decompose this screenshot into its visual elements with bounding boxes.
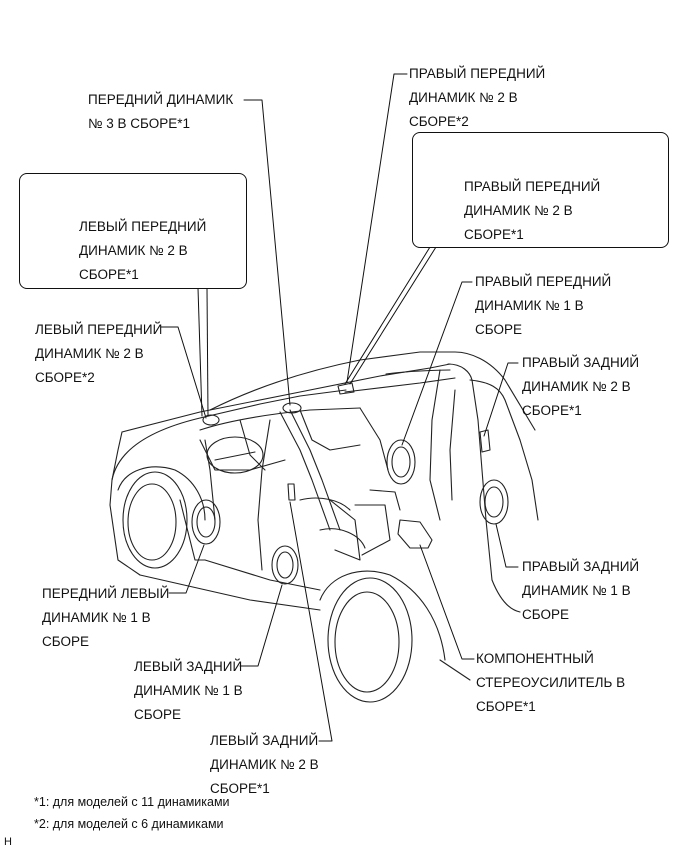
right-front-speaker-icon (386, 439, 416, 485)
front-left-speaker-inner-icon (196, 506, 216, 538)
footnotes: *1: для моделей с 11 динамиками *2: для … (34, 791, 230, 835)
front-left-speaker-icon (191, 499, 221, 545)
right-rear-speaker-icon (479, 479, 509, 525)
leader-lines (57, 73, 519, 742)
left-rear-speaker-icon (271, 545, 299, 585)
figure-code: H (4, 836, 12, 848)
left-front-callout-box (19, 173, 247, 289)
car-body (109, 351, 539, 703)
amplifier-icon (397, 519, 433, 549)
footnote-2: *2: для моделей с 6 динамиками (34, 817, 224, 831)
footnote-1: *1: для моделей с 11 динамиками (34, 795, 230, 809)
center-speaker-icon (282, 402, 302, 414)
left-rear-tweeter-icon (287, 483, 296, 501)
right-front-callout-box (412, 132, 669, 248)
left-front-tweeter-icon (202, 414, 220, 426)
right-front-tweeter-icon (337, 382, 355, 395)
